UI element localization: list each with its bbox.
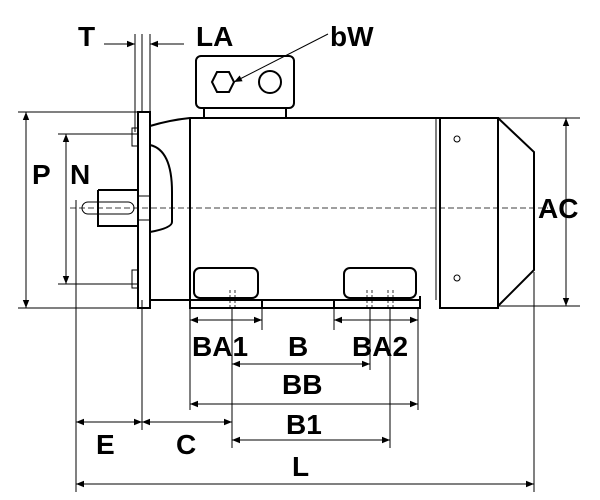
- foot-rear: [343, 267, 417, 299]
- terminal-hex-nut: [210, 71, 236, 93]
- dimension-labels: T LA bW P N AC BA1 B BA2 BB B1 E C L: [32, 21, 578, 482]
- label-P: P: [32, 159, 51, 190]
- label-BB: BB: [282, 369, 322, 400]
- label-AC: AC: [538, 193, 578, 224]
- label-BA2: BA2: [352, 331, 408, 362]
- label-BA1: BA1: [192, 331, 248, 362]
- flange-spigot: [149, 144, 173, 233]
- label-E: E: [96, 429, 115, 460]
- terminal-box: [195, 55, 295, 109]
- label-T: T: [78, 21, 95, 52]
- terminal-cable-entry: [258, 70, 282, 94]
- flange: [137, 111, 151, 309]
- label-LA: LA: [196, 21, 233, 52]
- end-bolt-bottom: [453, 274, 461, 282]
- label-bW: bW: [330, 21, 374, 52]
- end-bolt-top: [453, 135, 461, 143]
- label-B1: B1: [286, 409, 322, 440]
- label-B: B: [288, 331, 308, 362]
- label-L: L: [292, 451, 309, 482]
- motor-outline: [70, 55, 548, 309]
- flange-bolt-bottom: [131, 269, 139, 289]
- rear-end-shield: [439, 117, 499, 309]
- foot-front: [193, 267, 259, 299]
- foot-recess: [261, 299, 335, 309]
- fan-cover: [497, 117, 535, 307]
- label-N: N: [70, 159, 90, 190]
- label-C: C: [176, 429, 196, 460]
- dimension-lines: [18, 33, 580, 492]
